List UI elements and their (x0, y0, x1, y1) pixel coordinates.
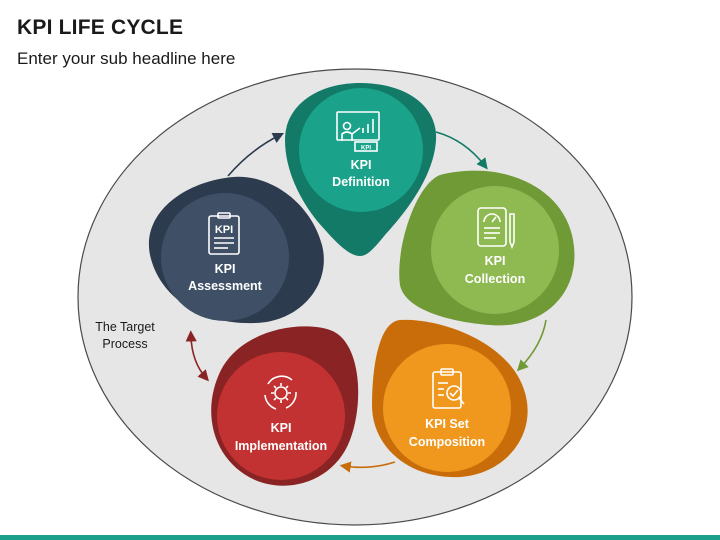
node-label: KPI (351, 158, 372, 172)
presentation-board-icon (336, 111, 380, 152)
arrow-composition-to-implementation (339, 461, 396, 473)
node-kpi-assessment: KPI KPI Assessment (148, 176, 324, 324)
arrow-implementation-assessment (185, 330, 209, 382)
accent-bar (0, 535, 720, 540)
arrow-collection-to-composition (516, 319, 547, 372)
node-label: Assessment (188, 279, 262, 293)
gear-cycle-icon (264, 375, 297, 410)
side-label-line: Process (102, 337, 147, 351)
tablet-pen-icon (477, 207, 515, 250)
page-title: KPI LIFE CYCLE (17, 16, 184, 39)
page-subtitle: Enter your sub headline here (17, 49, 236, 68)
node-label: KPI (215, 262, 236, 276)
node-kpi-collection: KPI Collection (399, 170, 575, 326)
node-label: KPI (485, 254, 506, 268)
node-label: Collection (465, 272, 525, 286)
node-kpi-definition: KPI KPI Definition (285, 83, 437, 256)
arrow-assessment-to-definition (227, 132, 285, 177)
node-kpi-set-composition: KPI Set Composition (372, 319, 528, 478)
kpi-report-icon (208, 212, 240, 255)
node-label: KPI Set (425, 417, 470, 431)
node-label: Implementation (235, 439, 327, 453)
node-label: KPI (271, 421, 292, 435)
clipboard-search-icon (432, 368, 465, 409)
svg-text:KPI: KPI (361, 146, 371, 152)
arrow-definition-to-collection (435, 131, 488, 170)
side-label-line: The Target (95, 320, 155, 334)
node-label: Definition (332, 175, 390, 189)
svg-text:KPI: KPI (215, 224, 233, 236)
node-label: Composition (409, 435, 485, 449)
node-kpi-implementation: KPI Implementation (211, 326, 359, 486)
